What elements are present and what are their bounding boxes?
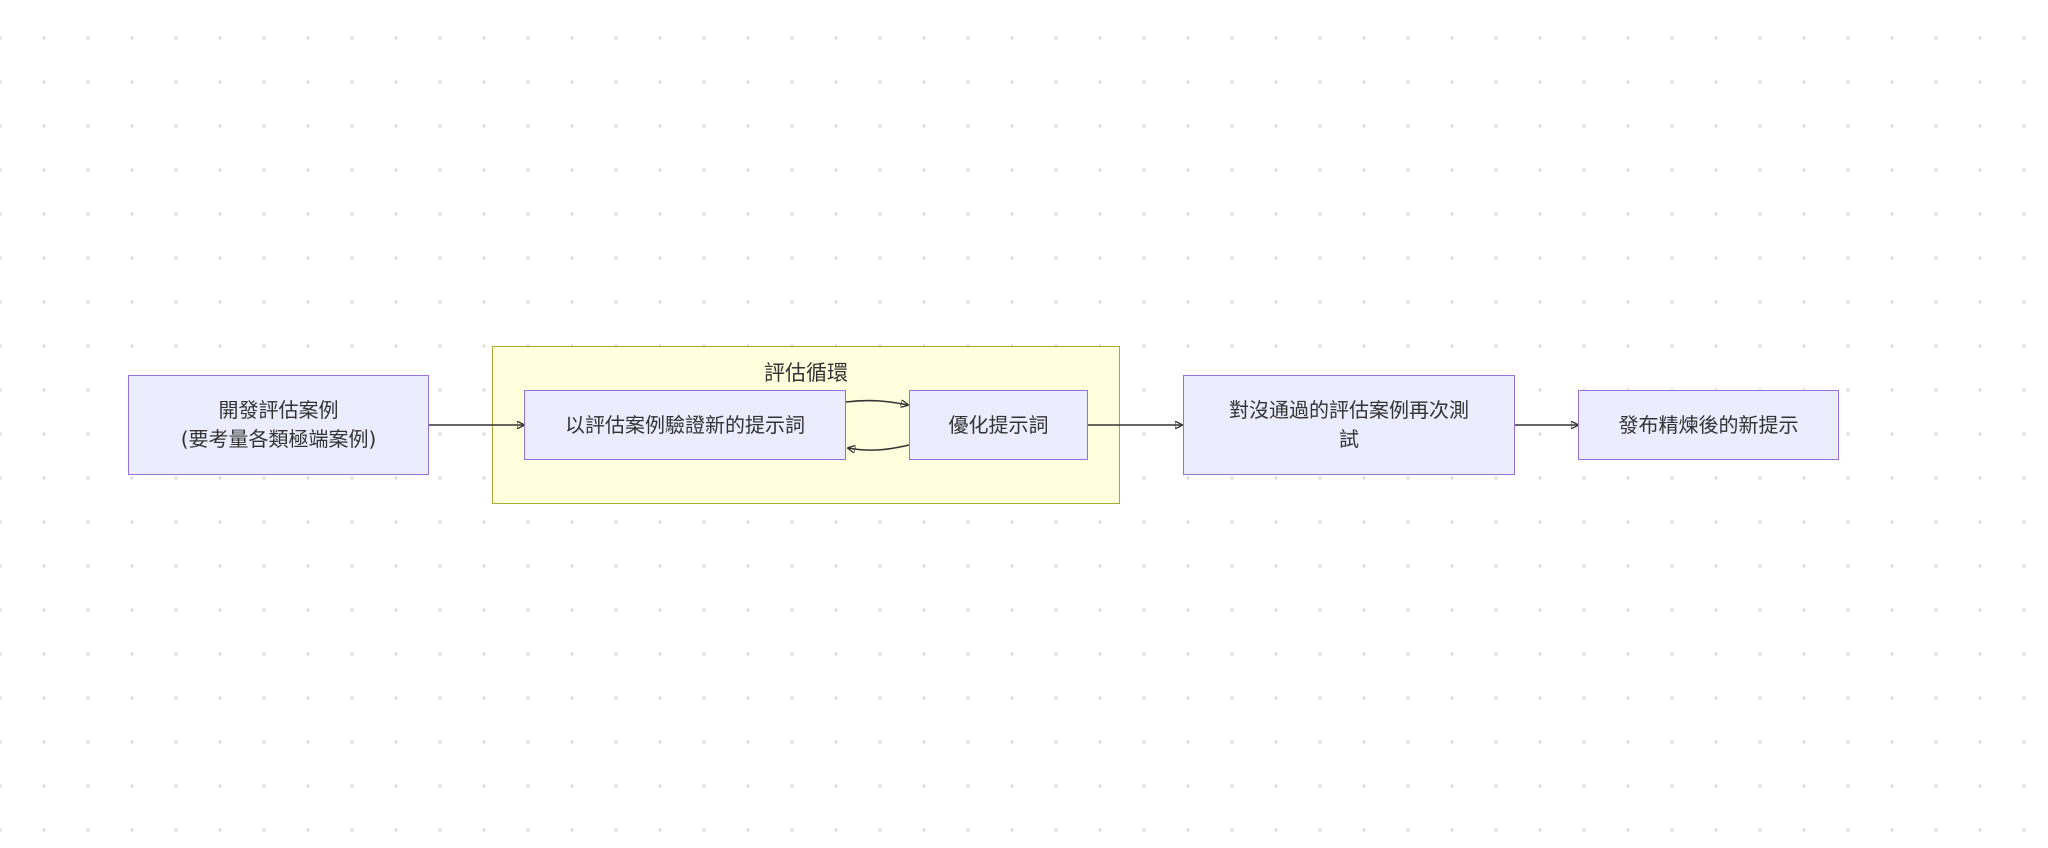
cluster-title: 評估循環 <box>764 361 848 385</box>
node-validate-label: 以評估案例驗證新的提示詞 <box>565 412 805 437</box>
node-develop-eval-cases: 開發評估案例 (要考量各類極端案例) <box>128 375 429 475</box>
node-retest-label: 對沒通過的評估案例再次測 試 <box>1229 398 1469 451</box>
node-optimize-label: 優化提示詞 <box>948 412 1049 437</box>
edge-optimize-to-validate <box>848 444 910 450</box>
edge-validate-to-optimize <box>845 401 908 405</box>
node-optimize-prompt: 優化提示詞 <box>909 390 1088 460</box>
node-publish-prompt: 發布精煉後的新提示 <box>1578 390 1839 460</box>
node-publish-label: 發布精煉後的新提示 <box>1618 412 1799 437</box>
node-retest-failed-cases: 對沒通過的評估案例再次測 試 <box>1183 375 1515 475</box>
node-validate-prompt: 以評估案例驗證新的提示詞 <box>524 390 846 460</box>
node-develop-label: 開發評估案例 (要考量各類極端案例) <box>180 398 377 451</box>
